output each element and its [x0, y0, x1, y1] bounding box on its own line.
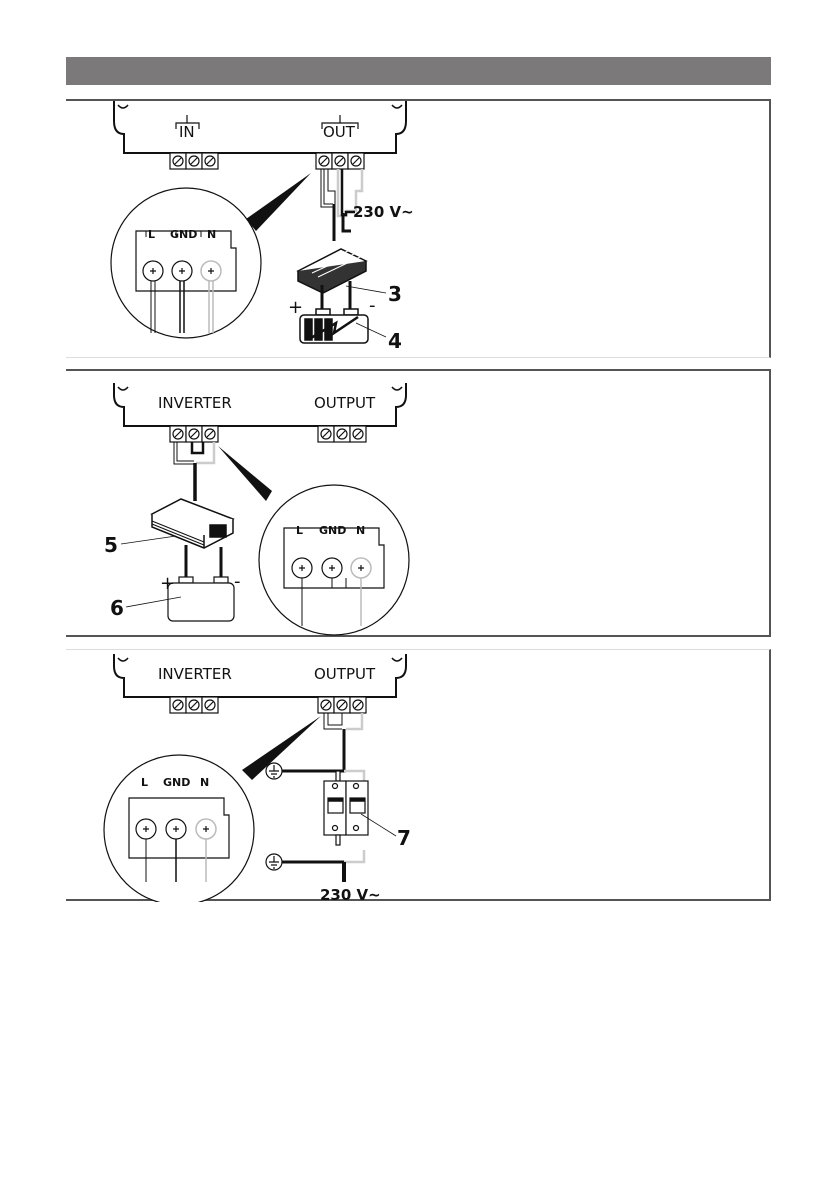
device-housing [113, 383, 407, 427]
battery-icon [167, 576, 235, 622]
in-label-bracket [175, 115, 200, 129]
terminal-label-l: L [296, 524, 303, 537]
in-terminal-label: IN [179, 123, 195, 141]
magnifier-wedge [218, 446, 272, 501]
wiring-diagram-2: INVERTER OUTPUT [104, 383, 410, 636]
terminal-label-gnd: GND [163, 776, 190, 789]
device-housing [113, 654, 407, 698]
voltage-label: 230 V~ [353, 203, 414, 221]
wiring-panel-charger: IN OUT 230 V~ [66, 99, 771, 358]
screw-plus-icons [150, 268, 214, 274]
output-terminal-label: OUTPUT [314, 665, 376, 683]
section-header-bar [66, 57, 771, 85]
callout-7: 7 [397, 826, 411, 850]
ground-icon [265, 853, 283, 871]
out-label-bracket [321, 115, 359, 129]
terminal-label-gnd: GND [319, 524, 346, 537]
terminal-label-l: L [141, 776, 148, 789]
output-wires [320, 169, 364, 241]
circuit-breaker-icon [323, 770, 369, 846]
output-terminal-block [317, 425, 367, 443]
output-terminal-label: OUTPUT [314, 394, 376, 412]
ground-icon [265, 762, 283, 780]
wiring-diagram-1: IN OUT 230 V~ [110, 101, 414, 353]
callout-leader-3 [345, 285, 387, 294]
plus-sign: + [288, 297, 303, 318]
callout-5: 5 [104, 533, 118, 557]
battery-icon [299, 308, 369, 344]
callout-leader-6 [125, 596, 182, 608]
terminal-detail-magnified [103, 754, 255, 902]
in-terminal-block [169, 152, 219, 170]
callout-leader-5 [120, 535, 177, 545]
minus-sign: - [234, 571, 241, 592]
wiring-panel-inverter-input: INVERTER OUTPUT [66, 369, 771, 637]
callout-leader-7 [360, 813, 397, 837]
inverter-unit-icon [150, 498, 235, 549]
battery-cables [320, 281, 352, 311]
charger-unit-icon [296, 248, 368, 294]
magnifier-wedge [246, 173, 311, 231]
callout-3: 3 [388, 282, 402, 306]
out-terminal-label: OUT [323, 123, 356, 141]
terminal-detail-magnified [258, 484, 410, 636]
output-wires [282, 713, 366, 882]
wiring-panel-output: INVERTER OUTPUT [66, 649, 771, 902]
terminal-label-n: N [200, 776, 209, 789]
callout-6: 6 [110, 596, 124, 620]
battery-cables [184, 545, 223, 579]
minus-sign: - [369, 295, 376, 316]
inverter-wires [173, 442, 216, 501]
terminal-label-n: N [356, 524, 365, 537]
terminal-label-l: L [148, 228, 155, 241]
inverter-terminal-label: INVERTER [158, 665, 232, 683]
voltage-label: 230 V~ [320, 886, 381, 902]
plus-sign: + [160, 573, 175, 594]
out-terminal-block [315, 152, 365, 170]
inverter-terminal-label: INVERTER [158, 394, 232, 412]
magnifier-wedge [242, 716, 321, 780]
terminal-detail-magnified [110, 187, 262, 339]
callout-4: 4 [388, 329, 402, 353]
output-terminal-block [317, 696, 367, 714]
callout-leader-4 [355, 322, 387, 338]
terminal-label-n: N [207, 228, 216, 241]
wiring-diagram-3: INVERTER OUTPUT [103, 654, 411, 902]
inverter-terminal-block [169, 425, 219, 443]
device-housing [113, 101, 407, 154]
terminal-label-gnd: GND [170, 228, 197, 241]
inverter-terminal-block [169, 696, 219, 714]
